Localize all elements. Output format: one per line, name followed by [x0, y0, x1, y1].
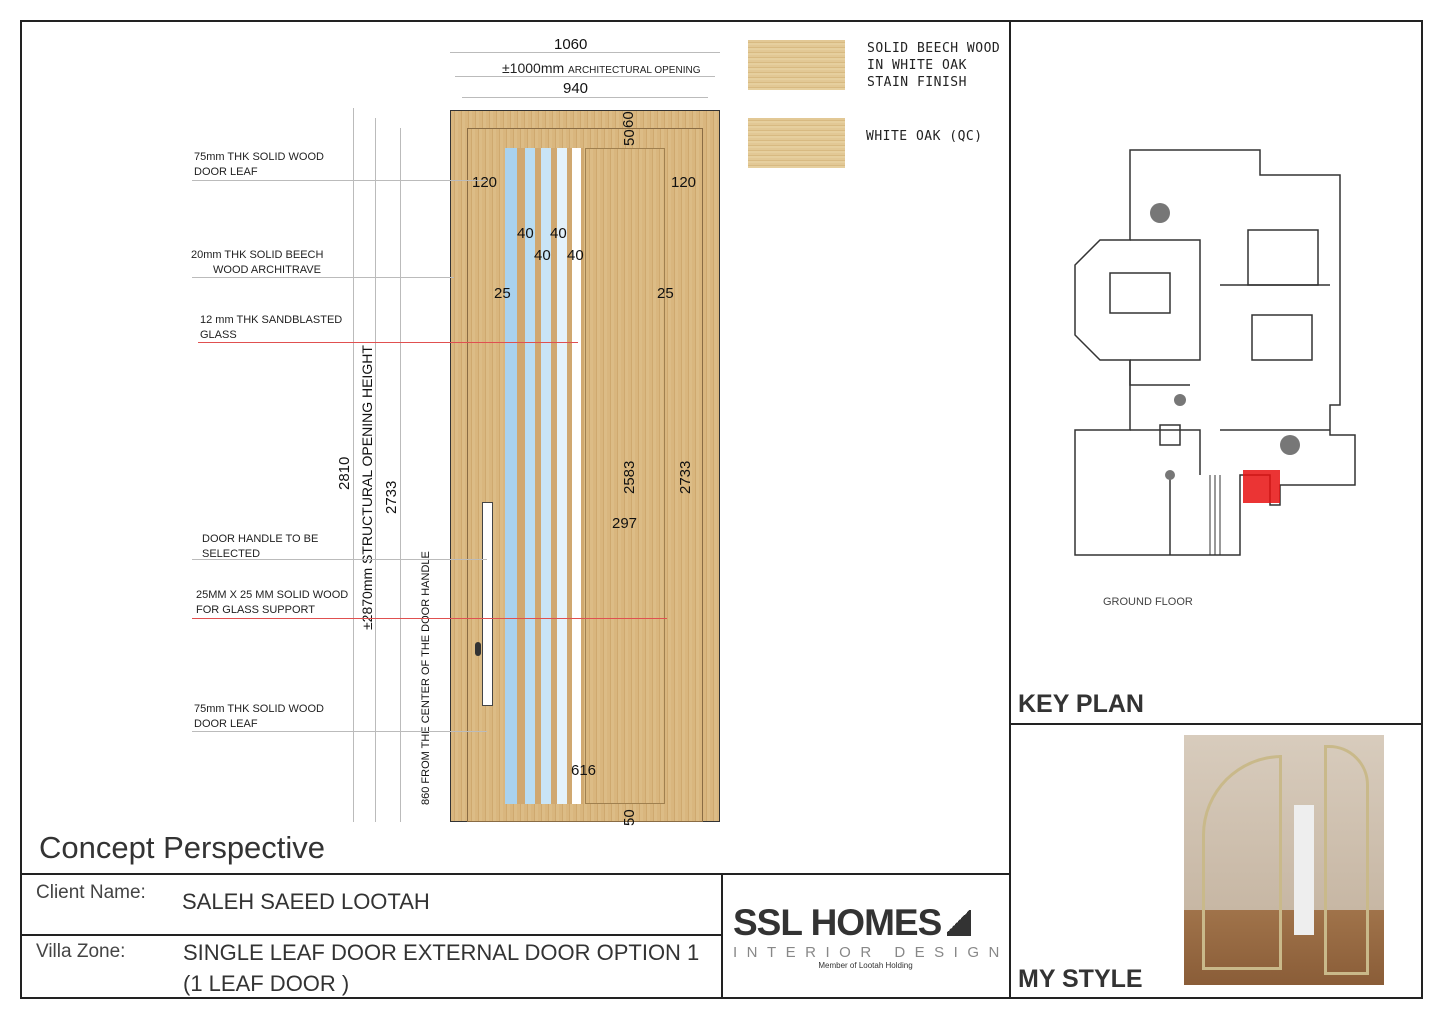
dim-inner-width: 940 [563, 80, 589, 97]
lock-icon [475, 642, 481, 656]
zone-value-2: (1 LEAF DOOR ) [183, 971, 350, 996]
dim-616: 616 [571, 762, 597, 779]
dim-glass: 40 [550, 225, 567, 242]
material-swatch-oak [748, 118, 845, 168]
dim-line [450, 52, 720, 53]
dim-line [353, 108, 354, 822]
drawing-title: Concept Perspective [39, 830, 326, 865]
dim-arch-opening: ±1000mm ARCHITECTURAL OPENING [502, 60, 701, 76]
dim-gap: 25 [494, 285, 511, 302]
location-marker [1243, 470, 1280, 503]
logo-subtitle: INTERIOR DESIGN [733, 944, 1009, 961]
dim-bottom-50: 50 [621, 809, 638, 826]
material-label-oak: WHITE OAK (QC) [866, 129, 983, 144]
dim-leaf-height: 2733 [677, 460, 694, 494]
dim-overall-width: 1060 [554, 36, 588, 53]
style-reference-image [1184, 735, 1384, 985]
dim-line [375, 118, 376, 822]
dim-line [400, 128, 401, 822]
dim-glass: 40 [534, 247, 551, 264]
divider [20, 873, 1010, 875]
dim-line [455, 76, 715, 77]
client-label: Client Name: [36, 882, 146, 903]
divider [20, 934, 722, 936]
dim-glass: 40 [517, 225, 534, 242]
divider [1009, 20, 1011, 999]
client-value: SALEH SAEED LOOTAH [182, 889, 430, 914]
key-plan-title: KEY PLAN [1018, 690, 1144, 718]
dim-frame-height: 2810 [336, 456, 353, 490]
dim-left-stile: 120 [472, 174, 498, 191]
dim-line [462, 97, 708, 98]
divider [721, 873, 723, 999]
company-logo: SSL HOMES INTERIOR DESIGN Member of Loot… [733, 902, 1009, 971]
glass-strips [505, 148, 583, 804]
dim-top-50: 50 [621, 129, 638, 146]
dim-gap: 25 [657, 285, 674, 302]
floor-label: GROUND FLOOR [1103, 596, 1193, 608]
logo-name: SSL HOMES [733, 902, 942, 943]
zone-value: SINGLE LEAF DOOR EXTERNAL DOOR OPTION 1 [183, 940, 700, 965]
material-swatch-beech [748, 40, 845, 90]
dim-panel-height: 2583 [621, 460, 638, 494]
dim-structural-height: ±2870mm STRUCTURAL OPENING HEIGHT [359, 345, 375, 630]
dim-panel-width: 297 [612, 515, 638, 532]
dim-glass: 40 [567, 247, 584, 264]
door-panel [585, 148, 665, 804]
divider [1010, 723, 1423, 725]
my-style-title: MY STYLE [1018, 965, 1143, 993]
dim-handle-height: 860 FROM THE CENTER OF THE DOOR HANDLE [420, 551, 432, 805]
zone-label: Villa Zone: [36, 941, 126, 962]
logo-tagline: Member of Lootah Holding [818, 961, 913, 970]
dim-leaf-height: 2733 [383, 480, 400, 514]
dim-top-60: 60 [620, 111, 637, 128]
floor-plan [1074, 149, 1356, 556]
door-handle[interactable] [482, 502, 493, 706]
dim-right-stile: 120 [671, 174, 697, 191]
